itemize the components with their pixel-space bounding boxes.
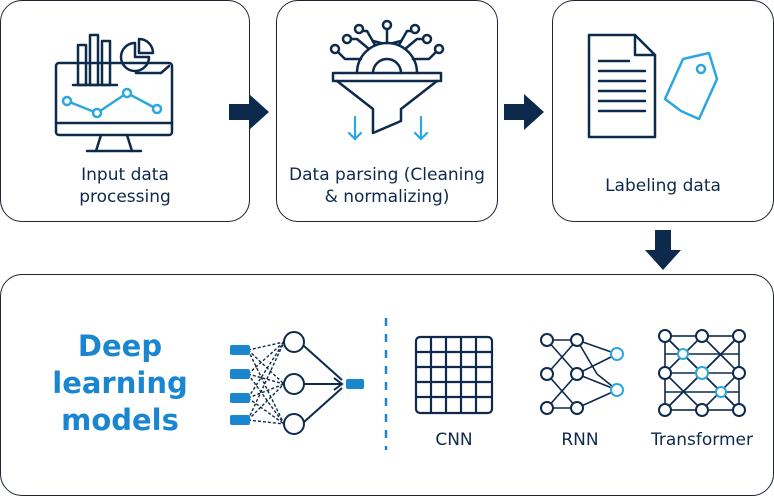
step-label: Input data processing	[1, 164, 249, 208]
title-line: Deep	[77, 329, 163, 363]
title-line: models	[61, 403, 179, 437]
transformer-network-icon	[658, 329, 746, 417]
step-label: Data parsing (Cleaning & normalizing)	[277, 164, 497, 208]
step-label-line: Input data	[81, 165, 169, 185]
model-label-rnn: RNN	[561, 430, 599, 450]
deep-learning-title: Deep learning models	[40, 328, 200, 439]
model-label-transformer: Transformer	[650, 430, 753, 450]
step-label-line: Labeling data	[605, 176, 721, 196]
step-label-line: processing	[79, 187, 171, 207]
title-line: learning	[52, 366, 188, 400]
step-label-line: & normalizing)	[324, 187, 450, 207]
arrow-right-icon	[229, 94, 269, 130]
neural-network-icon	[230, 331, 364, 435]
rnn-network-icon	[540, 333, 624, 415]
monitor-chart-icon	[54, 33, 174, 153]
step-card-data-parsing: Data parsing (Cleaning & normalizing)	[276, 0, 498, 222]
divider	[384, 318, 388, 450]
arrow-right-icon	[504, 94, 544, 130]
step-label-line: Data parsing (Cleaning	[289, 165, 485, 185]
step-label: Labeling data	[553, 175, 773, 197]
model-label-cnn: CNN	[435, 430, 473, 450]
step-card-labeling: Labeling data	[552, 0, 774, 222]
step-card-input-data: Input data processing	[0, 0, 250, 222]
document-tag-icon	[587, 33, 719, 139]
cnn-grid-icon	[414, 335, 494, 415]
funnel-gear-icon	[329, 19, 445, 141]
arrow-down-icon	[645, 230, 681, 270]
